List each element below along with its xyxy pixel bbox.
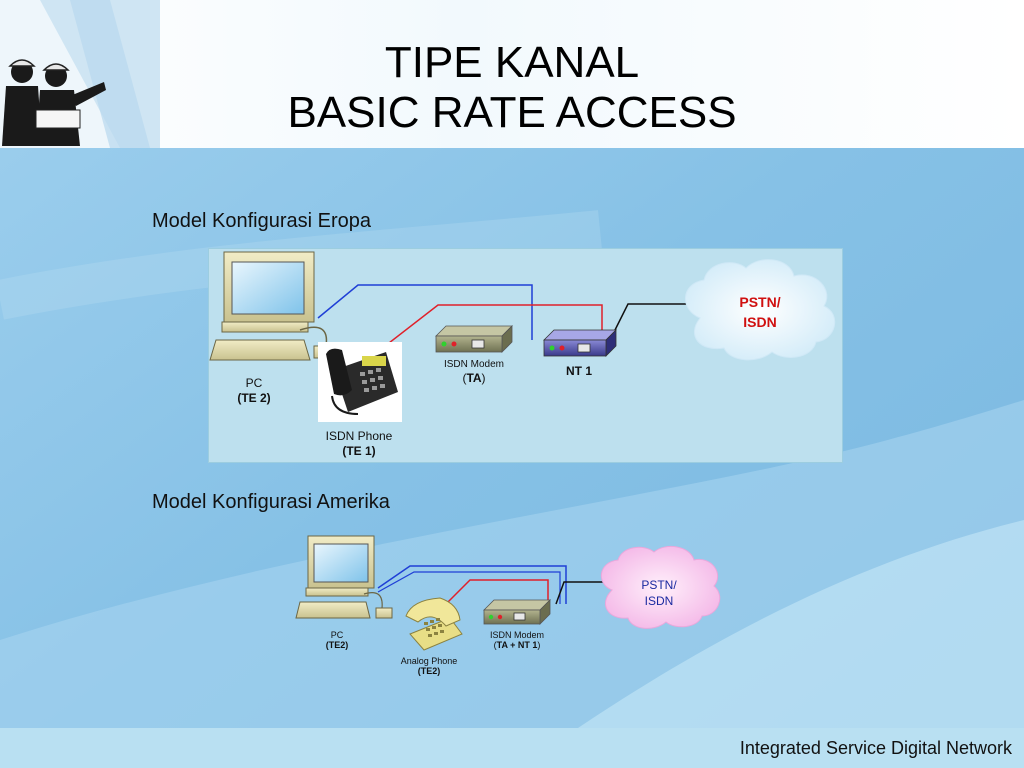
europe-modem-sub: (TA) — [462, 371, 486, 385]
europe-black-line — [611, 303, 700, 337]
europe-nt1-label: NT 1 — [565, 364, 592, 378]
slide-title: TIPE KANAL BASIC RATE ACCESS — [0, 38, 1024, 138]
america-isdn-modem-icon — [483, 599, 551, 625]
europe-blue-line — [317, 284, 533, 340]
america-pc-label: PC — [330, 630, 344, 640]
america-black-line — [555, 581, 604, 605]
title-line-2: BASIC RATE ACCESS — [287, 88, 737, 137]
engineers-logo-image — [0, 0, 160, 148]
europe-phone-sub: (TE 1) — [342, 444, 376, 458]
america-phone-label: Analog Phone — [400, 656, 458, 666]
america-pstn-cloud-icon — [601, 545, 721, 629]
america-blue-line-2 — [377, 571, 561, 604]
europe-pc-sub: (TE 2) — [237, 391, 271, 405]
title-line-1: TIPE KANAL — [384, 38, 640, 87]
europe-modem-label: ISDN Modem — [443, 359, 504, 370]
europe-pc-icon — [209, 251, 335, 361]
america-cloud-label: PSTN/ ISDN — [641, 578, 677, 608]
europe-isdn-phone-icon — [318, 342, 402, 422]
europe-isdn-modem-icon — [435, 325, 513, 353]
america-heading: Model Konfigurasi Amerika — [152, 491, 390, 513]
europe-nt1-icon — [543, 329, 617, 357]
europe-phone-label: ISDN Phone — [325, 429, 393, 443]
footer-text: Integrated Service Digital Network — [739, 738, 1012, 758]
europe-heading: Model Konfigurasi Eropa — [152, 210, 372, 232]
america-blue-line — [377, 565, 567, 604]
america-pc-icon — [295, 535, 393, 619]
europe-red-line — [379, 304, 603, 351]
america-modem-label: ISDN Modem — [489, 630, 544, 640]
footer-band: Integrated Service Digital Network — [0, 728, 1024, 768]
america-modem-sub: (TA + NT 1) — [493, 640, 541, 650]
america-phone-sub: (TE2) — [417, 666, 441, 676]
europe-pstn-cloud-icon — [685, 259, 836, 361]
america-red-line — [439, 579, 549, 611]
header-band — [0, 0, 1024, 148]
europe-pc-label: PC — [245, 376, 263, 390]
america-pc-sub: (TE2) — [325, 640, 349, 650]
america-analog-phone-icon — [405, 597, 463, 651]
europe-cloud-label: PSTN/ ISDN — [739, 294, 781, 330]
